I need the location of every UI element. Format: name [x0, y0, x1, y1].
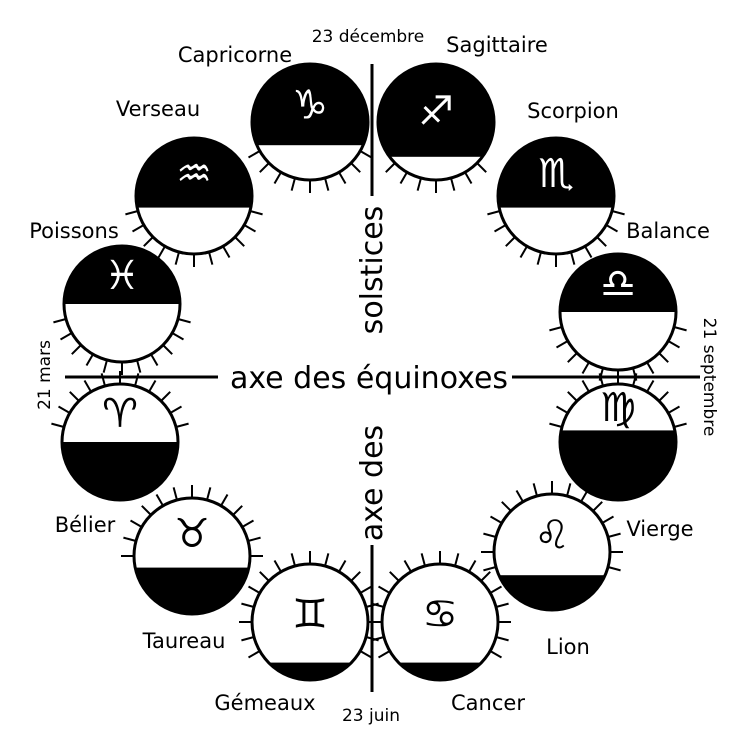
sign-name-label: Gémeaux — [214, 691, 315, 715]
sign-symbol-icon: ♌ — [534, 513, 570, 559]
date-september: 21 septembre — [699, 318, 719, 437]
sign-rays — [121, 485, 263, 557]
sign-symbol-icon: ♊ — [292, 591, 328, 637]
date-december: 23 décembre — [312, 27, 425, 47]
sign-name-label: Vierge — [626, 517, 693, 541]
sign-name-label: Balance — [626, 219, 710, 243]
sign-poissons: ♓ Poissons — [29, 219, 191, 375]
sign-taureau: ♉ Taureau — [121, 485, 263, 653]
sign-dark-portion — [560, 430, 676, 500]
sign-symbol-icon: ♑ — [292, 83, 328, 129]
sign-rays — [385, 162, 487, 193]
sign-name-label: Sagittaire — [446, 33, 548, 57]
sign-verseau: ♒ Verseau — [116, 97, 263, 267]
sign-capricorne: ♑Capricorne — [178, 43, 372, 193]
sign-rays — [248, 150, 372, 193]
sign-symbol-icon: ♏ — [538, 151, 574, 197]
sign-scorpion: ♏ Scorpion — [487, 99, 625, 267]
sign-name-label: Poissons — [29, 219, 119, 243]
sign-dark-portion — [62, 442, 178, 500]
sign-cancer: ♋ Cancer — [369, 551, 525, 715]
sign-name-label: Verseau — [116, 97, 200, 121]
sign-symbol-icon: ♋ — [422, 591, 458, 637]
sign-dark-portion — [134, 567, 250, 614]
sign-disc — [382, 564, 498, 680]
sign-belier: ♈ Bélier — [51, 371, 189, 537]
sign-rays — [487, 210, 625, 267]
sign-name-label: Taureau — [142, 629, 226, 653]
sign-name-label: Scorpion — [527, 99, 619, 123]
solstice-axis-label-lower: axe des — [355, 425, 390, 541]
sign-disc — [252, 564, 368, 680]
sign-sagittaire: ♐ Sagittaire — [376, 33, 548, 193]
sign-symbol-icon: ♒ — [176, 151, 212, 197]
sign-lion: ♌ Lion — [481, 481, 623, 659]
sign-symbol-icon: ♓ — [104, 253, 140, 299]
sign-name-label: Cancer — [451, 691, 525, 715]
sign-vierge: ♍ Vierge — [549, 371, 694, 541]
sign-rays — [481, 481, 623, 572]
sign-rays — [51, 371, 189, 428]
sign-name-label: Lion — [546, 635, 590, 659]
sign-symbol-icon: ♎ — [600, 261, 636, 307]
signs-layer: ♑Capricorne ♐ Sagittaire ♏ Scorpion ♎ Balance ♍… — [29, 33, 710, 715]
equinox-axis-label: axe des équinoxes — [230, 361, 508, 396]
date-june: 23 juin — [342, 706, 400, 726]
sign-symbol-icon: ♍ — [600, 385, 636, 431]
date-march: 21 mars — [35, 340, 55, 410]
solstice-axis-label: solstices — [355, 206, 390, 335]
sign-name-label: Capricorne — [178, 43, 292, 67]
sign-rays — [239, 551, 381, 659]
sign-name-label: Bélier — [55, 513, 116, 537]
sign-symbol-icon: ♈ — [102, 391, 138, 437]
sign-symbol-icon: ♉ — [174, 511, 210, 557]
sign-symbol-icon: ♐ — [418, 88, 454, 134]
sign-rays — [53, 318, 191, 375]
sign-rays — [549, 371, 687, 428]
sign-rays — [369, 551, 511, 659]
sign-rays — [125, 210, 263, 267]
